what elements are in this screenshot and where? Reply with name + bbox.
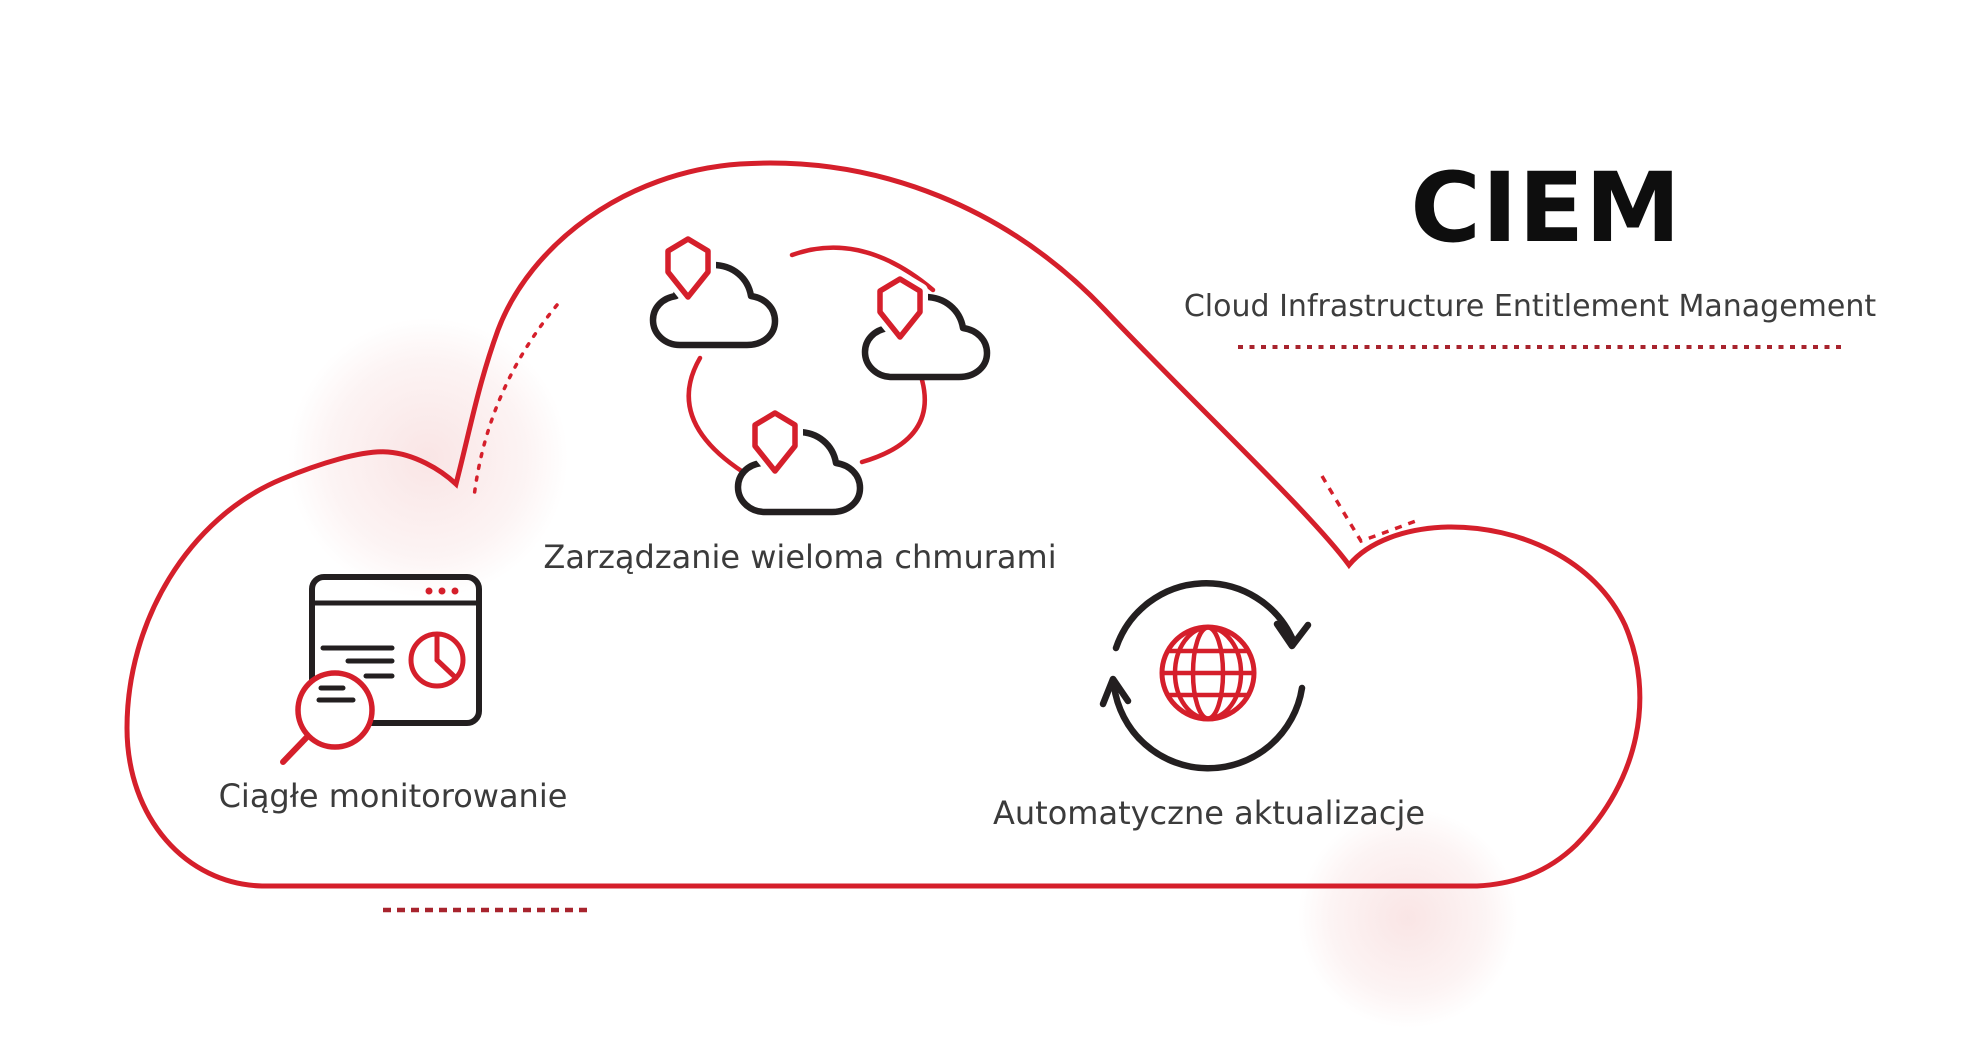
magnifier-lens [295,670,375,750]
browser-analytics-magnifier-icon [280,574,482,765]
connector-arc-right [859,377,928,465]
magnifier-handle [280,733,311,765]
cloud-outline [124,160,1643,889]
shielded-clouds-network-icon [653,239,987,512]
magnifier-text-lines [316,685,356,703]
sync-arrow-bottom-head [1099,675,1132,708]
sync-arrows [1099,580,1312,772]
sync-arrow-bottom-arc [1110,682,1306,772]
pink-blob-left [288,318,568,598]
page-subtitle: Cloud Infrastructure Entitlement Managem… [1183,289,1877,324]
cloud-outline-left-dip-dashed-echo [472,303,559,499]
window-text-lines [320,645,395,679]
window-dot [438,587,446,595]
sync-arrow-top-head [1273,620,1312,650]
connector-arc-left [686,355,746,475]
multi-cloud-connector-arcs [686,245,936,475]
globe-icon [1159,624,1257,722]
page-title: CIEM [1410,152,1682,264]
pink-blob-bottom-right [1298,808,1518,1028]
pie-chart-icon [408,631,466,689]
globe-sync-icon [1099,580,1312,772]
magnifier-icon [280,670,375,765]
shielded-cloud-icon [653,239,775,345]
shielded-cloud-icon [865,279,987,377]
connector-arc-top [789,245,936,293]
shielded-cloud-icon [738,413,860,512]
feature-label-auto-updates: Automatyczne aktualizacje [992,794,1426,832]
window-dot [425,587,433,595]
window-dot [451,587,459,595]
sync-arrow-top-arc [1112,580,1297,652]
feature-label-multi-cloud: Zarządzanie wieloma chmurami [543,538,1057,576]
cloud-outline-right-dip-dashed-echo [1320,475,1422,544]
window-header-dots [425,587,459,595]
window-frame [309,574,482,726]
feature-label-monitoring: Ciągłe monitorowanie [218,777,568,815]
